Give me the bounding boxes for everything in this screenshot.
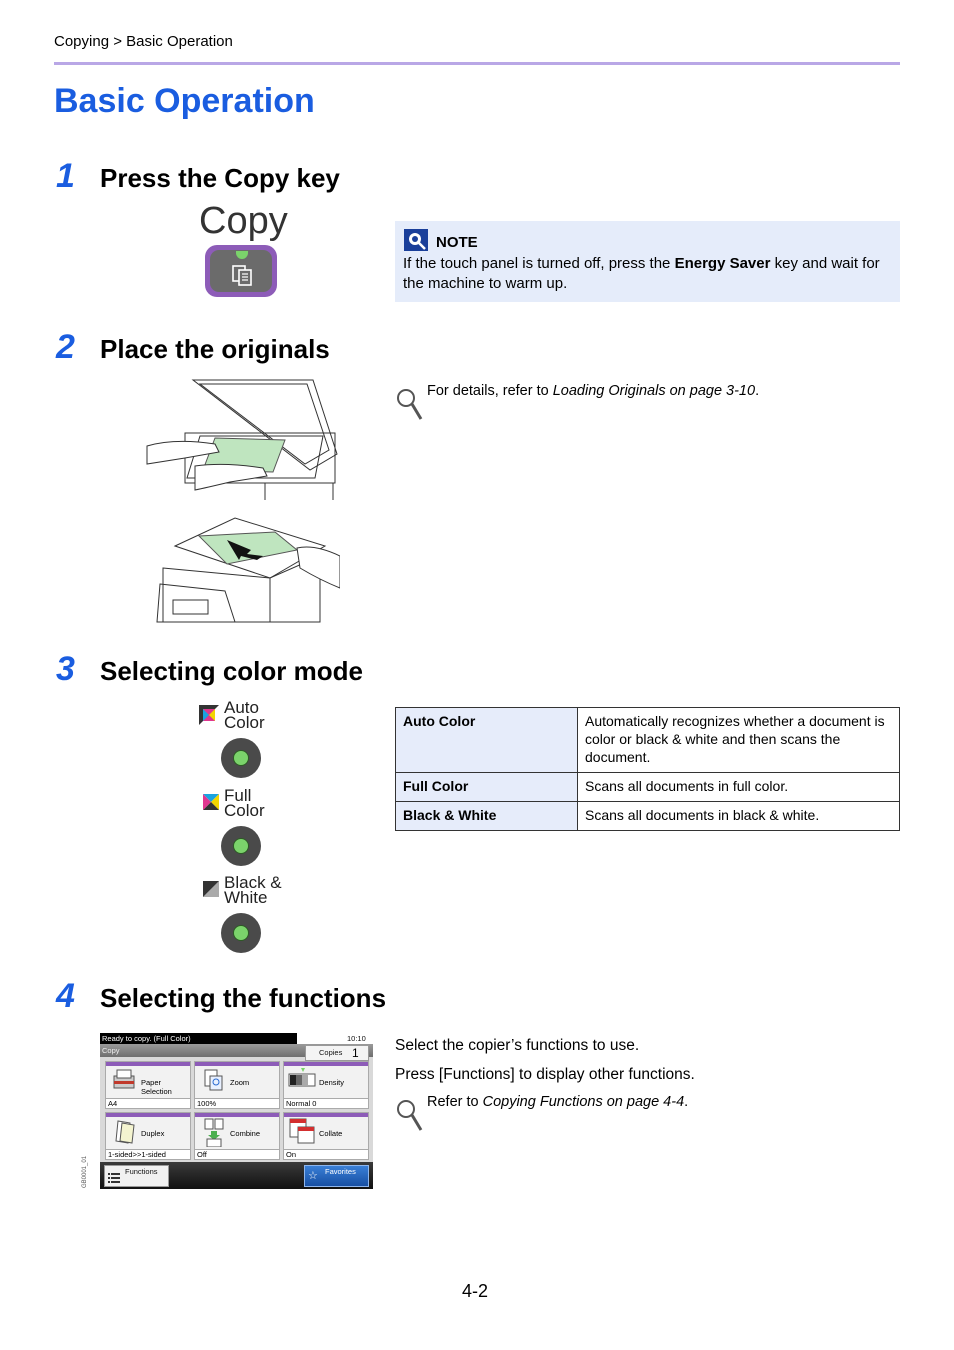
duplex-icon (115, 1120, 135, 1144)
step-1-title: Press the Copy key (100, 163, 340, 193)
note-heading: NOTE (436, 234, 478, 251)
step-3-title: Selecting color mode (100, 656, 363, 686)
zoom-icon (204, 1069, 223, 1091)
favorites-button[interactable]: ☆ Favorites (304, 1165, 369, 1187)
tile-combine[interactable]: Combine Off (194, 1112, 280, 1160)
tile-zoom[interactable]: Zoom 100% (194, 1061, 280, 1109)
black-white-icon (203, 881, 219, 897)
tile-value: A4 (106, 1098, 190, 1108)
mode-name: Auto Color (395, 707, 578, 773)
tile-value: Off (195, 1149, 279, 1159)
energy-saver-key-name: Energy Saver (674, 255, 771, 272)
tile-duplex[interactable]: Duplex 1-sided>>1-sided (105, 1112, 191, 1160)
platen-glass-illustration (146, 379, 338, 500)
functions-instruction-2: Press [Functions] to display other funct… (395, 1066, 695, 1083)
header-rule (54, 62, 900, 65)
tile-value: On (284, 1149, 368, 1159)
magnifier-icon (397, 389, 423, 420)
panel-status: Ready to copy. (Full Color) (100, 1033, 297, 1044)
tile-value: Normal 0 (284, 1098, 368, 1108)
auto-color-icon (199, 705, 219, 725)
mode-description: Automatically recognizes whether a docum… (577, 707, 900, 773)
tile-value: 1-sided>>1-sided (106, 1149, 190, 1159)
functions-button[interactable]: Functions (104, 1165, 169, 1187)
full-color-icon (203, 794, 219, 810)
black-white-key[interactable] (221, 913, 261, 953)
image-code: GB0001_01 (82, 1155, 88, 1188)
copies-value: 1 (352, 1046, 359, 1060)
copy-icon (232, 265, 252, 286)
step-3-number: 3 (56, 650, 75, 688)
mode-description: Scans all documents in full color. (577, 772, 900, 802)
mode-name: Black & White (395, 801, 578, 831)
page-title: Basic Operation (54, 82, 315, 120)
tile-density[interactable]: Density Normal 0 (283, 1061, 369, 1109)
color-mode-table: Auto Color Automatically recognizes whet… (395, 707, 900, 831)
table-row: Full Color Scans all documents in full c… (395, 772, 900, 802)
step-4-number: 4 (56, 977, 75, 1015)
star-icon: ☆ (308, 1170, 318, 1182)
mode-name: Full Color (395, 772, 578, 802)
panel-mode: Copy (102, 1046, 120, 1055)
step-1-number: 1 (56, 157, 75, 195)
document-processor-illustration (156, 517, 340, 623)
density-icon (288, 1068, 316, 1087)
copies-field[interactable]: Copies 1 (305, 1045, 369, 1061)
tile-value: 100% (195, 1098, 279, 1108)
step-2-number: 2 (56, 328, 75, 366)
copy-key-label: Copy (199, 200, 288, 242)
auto-color-key[interactable] (221, 738, 261, 778)
mode-description: Scans all documents in black & white. (577, 801, 900, 831)
paper-tray-icon (113, 1069, 135, 1089)
note-box: NOTE If the touch panel is turned off, p… (395, 221, 900, 302)
full-color-key[interactable] (221, 826, 261, 866)
breadcrumb: Copying > Basic Operation (54, 33, 233, 50)
table-row: Black & White Scans all documents in bla… (395, 801, 900, 831)
step-2-title: Place the originals (100, 334, 330, 364)
black-white-key-label: Black &White (224, 873, 282, 907)
panel-time: 10:10 (347, 1034, 366, 1043)
combine-icon (204, 1118, 224, 1147)
link-loading-originals[interactable]: Loading Originals on page 3-10 (552, 383, 756, 399)
list-icon (108, 1173, 120, 1183)
magnifier-icon (397, 1100, 423, 1131)
page-number: 4-2 (462, 1281, 489, 1301)
touch-panel: Ready to copy. (Full Color) 10:10 Copy C… (100, 1033, 373, 1189)
collate-icon (289, 1118, 315, 1144)
step-4-title: Selecting the functions (100, 983, 387, 1013)
link-copying-functions[interactable]: Copying Functions on page 4-4 (482, 1094, 685, 1110)
functions-instruction-1: Select the copier’s functions to use. (395, 1037, 640, 1054)
note-text: If the touch panel is turned off, press … (403, 255, 880, 292)
copy-key-button[interactable] (205, 245, 277, 297)
tile-collate[interactable]: Collate On (283, 1112, 369, 1160)
note-icon (404, 229, 428, 251)
table-row: Auto Color Automatically recognizes whet… (395, 707, 900, 773)
